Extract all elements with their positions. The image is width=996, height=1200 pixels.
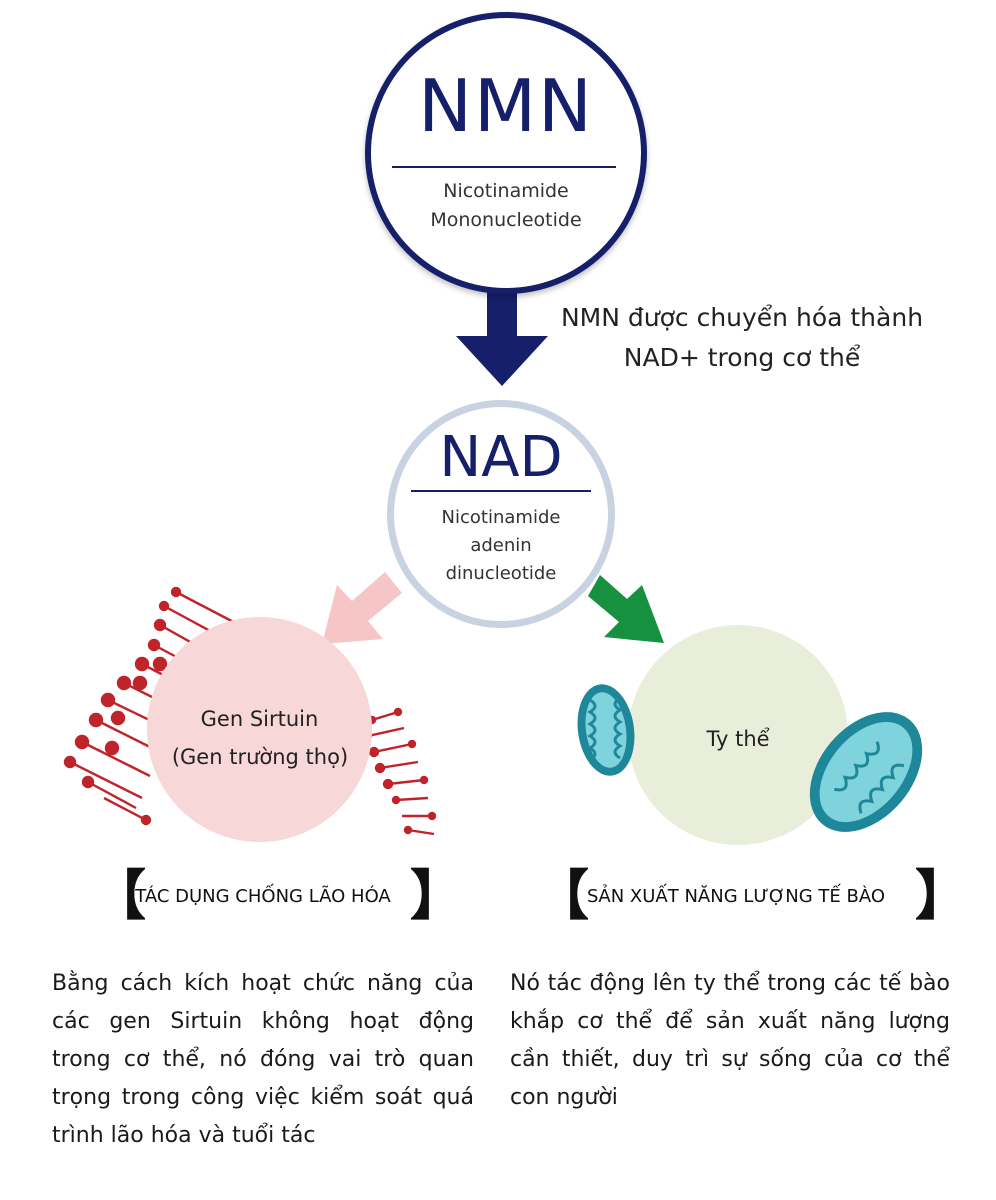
nmn-circle [365, 12, 647, 294]
left-bracket-close: 】 [410, 863, 464, 927]
nmn-title: NMN [418, 64, 594, 148]
right-bracket-open: 【 [535, 863, 589, 927]
mitochondria-label: Ty thể [706, 727, 770, 751]
nad-subtitle-line2: adenin [470, 535, 532, 556]
mitochondria-circle [628, 625, 848, 845]
cell-energy-header: SẢN XUẤT NĂNG LƯỢNG TẾ BÀO [586, 886, 886, 907]
nmn-divider [392, 166, 616, 168]
sirtuin-circle [147, 617, 372, 842]
nad-subtitle-line3: dinucleotide [445, 563, 557, 584]
sirtuin-label-line1: Gen Sirtuin [200, 707, 319, 731]
left-bracket-open: 【 [92, 863, 146, 927]
nmn-subtitle-line1: Nicotinamide [443, 180, 569, 202]
conversion-note-line1: NMN được chuyển hóa thành [560, 303, 924, 332]
sirtuin-label-line2: (Gen trường thọ) [171, 745, 349, 769]
nad-divider [411, 490, 591, 492]
conversion-note-line2: NAD+ trong cơ thể [623, 343, 861, 372]
anti-aging-header: TÁC DỤNG CHỐNG LÃO HÓA [135, 886, 391, 907]
pink-arrow-icon [322, 572, 402, 644]
nad-title: NAD [439, 425, 563, 490]
green-arrow-icon [588, 575, 664, 643]
nad-circle [387, 400, 615, 628]
anti-aging-description: Bằng cách kích hoạt chức năng của các ge… [52, 971, 474, 1148]
nmn-subtitle-line2: Mononucleotide [430, 209, 582, 231]
cell-energy-description: Nó tác động lên ty thể trong các tế bào … [510, 971, 950, 1110]
right-bracket-close: 】 [915, 863, 969, 927]
nad-subtitle-line1: Nicotinamide [441, 507, 561, 528]
